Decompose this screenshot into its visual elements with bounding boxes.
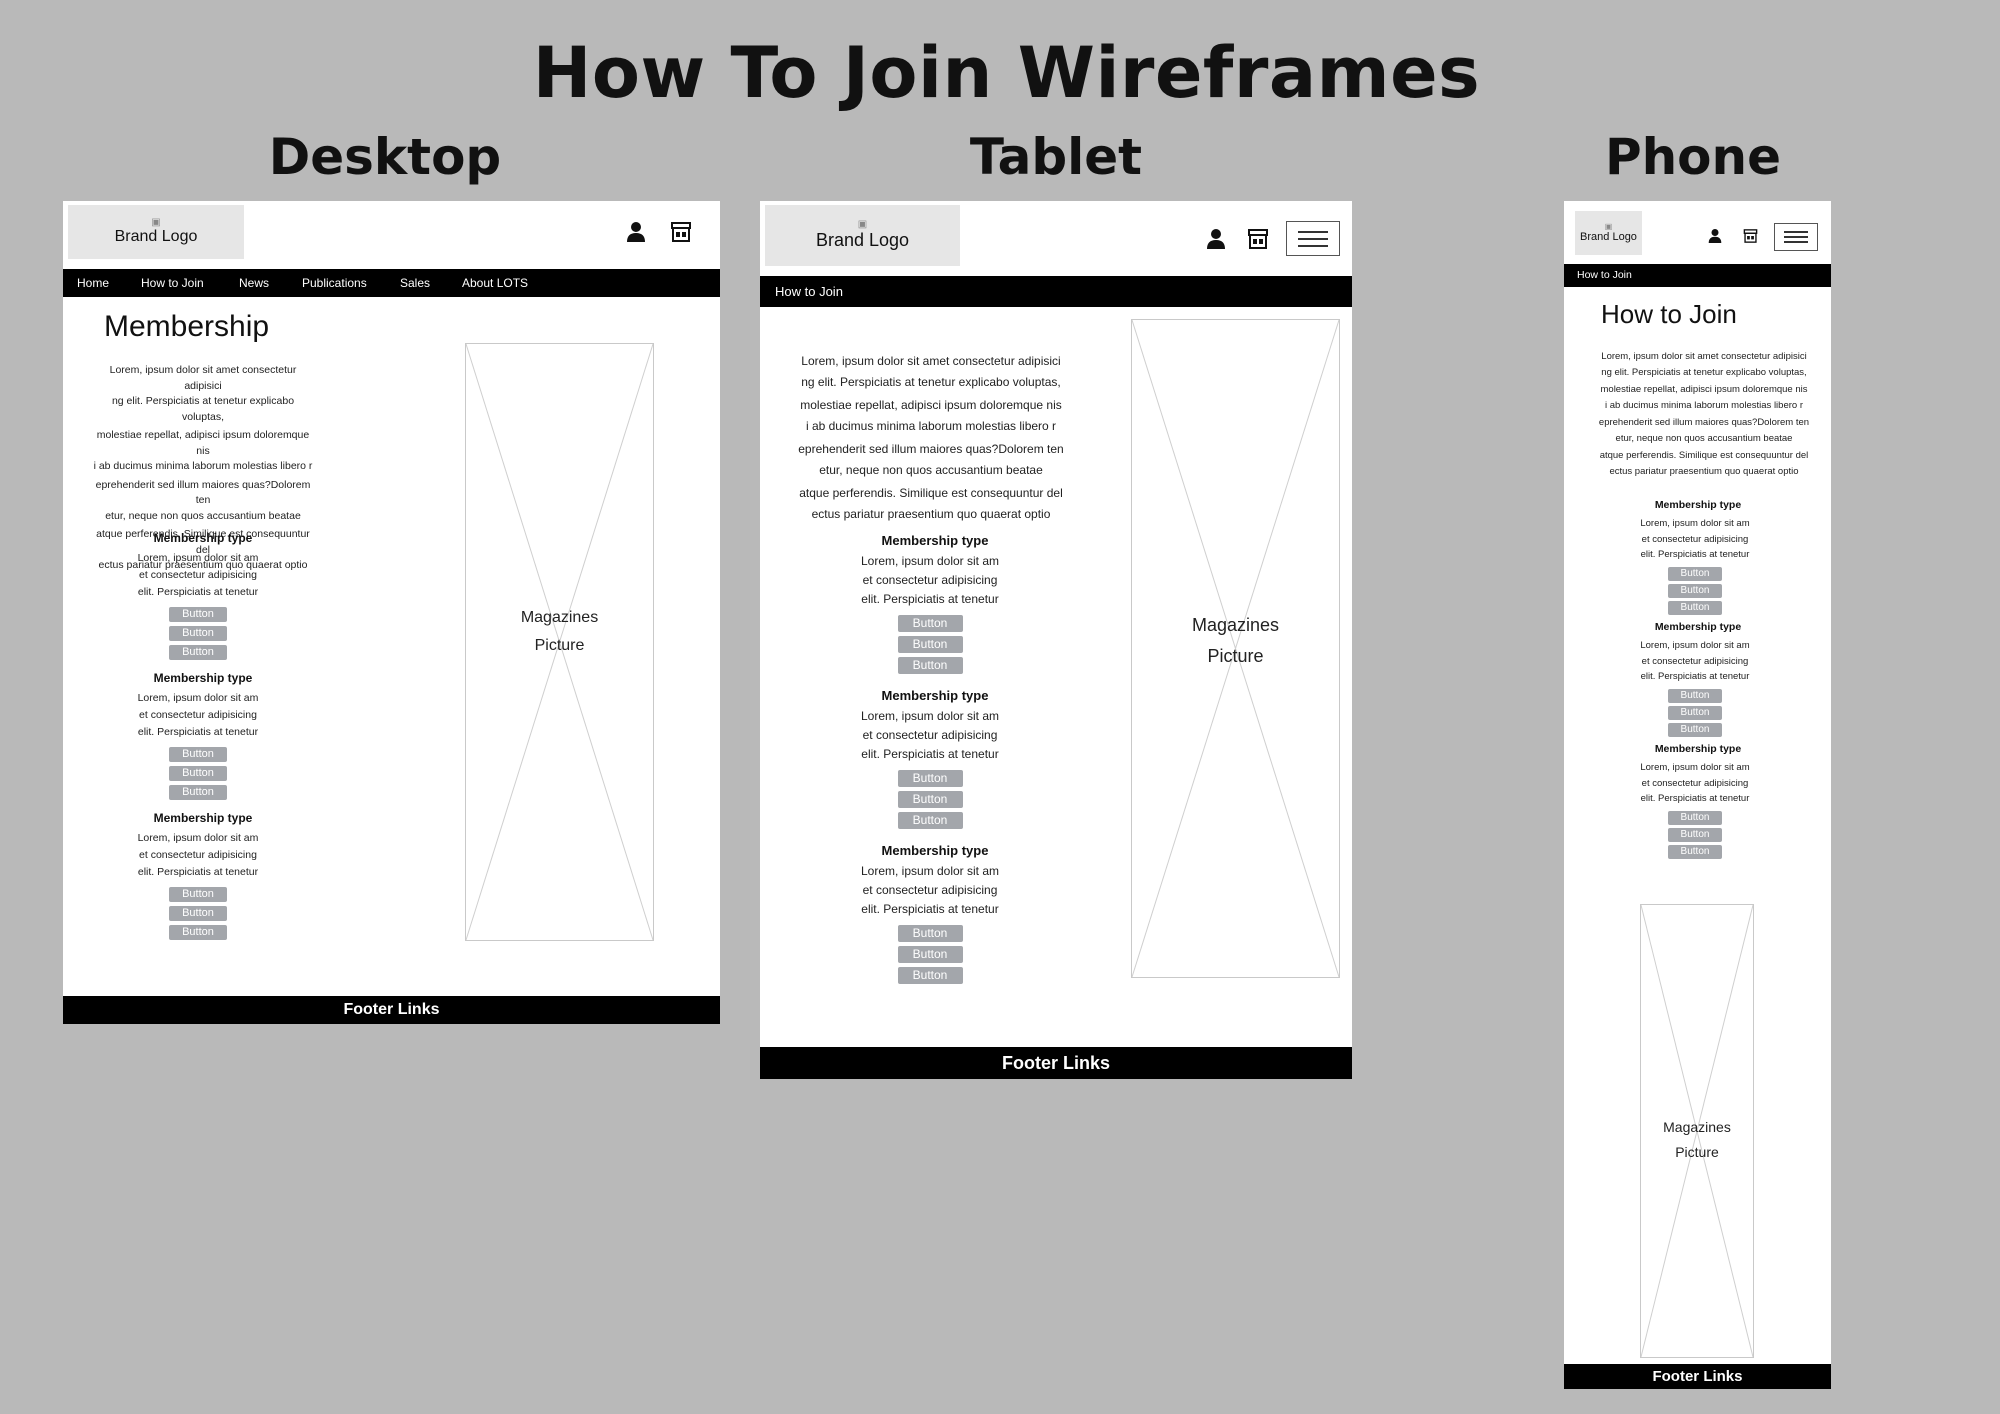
user-icon[interactable]	[1206, 228, 1226, 250]
user-icon[interactable]	[1708, 228, 1722, 244]
footer-links[interactable]: Footer Links	[63, 996, 720, 1024]
store-icon[interactable]	[1247, 228, 1269, 250]
desktop-nav: Home How to Join News Publications Sales…	[63, 269, 720, 297]
intro-paragraph: Lorem, ipsum dolor sit amet consectetur …	[1598, 351, 1810, 477]
footer-links[interactable]: Footer Links	[760, 1047, 1352, 1079]
membership-button[interactable]: Button	[169, 887, 227, 902]
membership-button[interactable]: Button	[897, 657, 963, 674]
membership-button[interactable]: Button	[1668, 600, 1722, 615]
nav-sales[interactable]: Sales	[400, 276, 431, 290]
membership-type-title: Membership type	[153, 671, 253, 685]
membership-button[interactable]: Button	[897, 636, 963, 653]
membership-button[interactable]: Button	[1668, 566, 1722, 581]
membership-button[interactable]: Button	[1668, 810, 1722, 825]
image-icon: ▣	[1604, 222, 1613, 231]
membership-button[interactable]: Button	[1668, 705, 1722, 720]
membership-button[interactable]: Button	[1668, 827, 1722, 842]
membership-type-title: Membership type	[881, 533, 989, 548]
membership-button[interactable]: Button	[169, 626, 227, 641]
image-icon: ▣	[857, 219, 868, 230]
placeholder-cross	[1132, 320, 1339, 977]
membership-type-title: Membership type	[153, 811, 253, 825]
membership-button[interactable]: Button	[169, 607, 227, 622]
phone-nav: How to Join	[1564, 264, 1831, 287]
membership-button[interactable]: Button	[169, 645, 227, 660]
membership-type-section: Membership type Lorem, ipsum dolor sit a…	[1633, 621, 1763, 737]
nav-current-page[interactable]: How to Join	[775, 284, 843, 299]
placeholder-cross	[466, 344, 653, 940]
nav-about-lots[interactable]: About LOTS	[462, 276, 529, 290]
membership-button[interactable]: Button	[169, 766, 227, 781]
nav-current-page[interactable]: How to Join	[1577, 269, 1632, 281]
section-heading: Membership	[104, 310, 270, 343]
page-title: How To Join Wireframes	[532, 32, 1481, 114]
store-icon[interactable]	[1743, 228, 1758, 244]
user-icon[interactable]	[626, 221, 646, 243]
brand-logo-label: Brand Logo	[1580, 231, 1637, 243]
membership-button[interactable]: Button	[1668, 688, 1722, 703]
desktop-wireframe: ▣ Brand Logo Home How to Join News Publi…	[63, 201, 720, 1024]
brand-logo-label: Brand Logo	[114, 228, 198, 245]
brand-logo[interactable]: ▣ Brand Logo	[765, 205, 960, 266]
membership-type-title: Membership type	[1654, 499, 1742, 511]
store-icon[interactable]	[670, 221, 692, 243]
membership-button[interactable]: Button	[169, 785, 227, 800]
membership-button[interactable]: Button	[1668, 583, 1722, 598]
membership-type-section: Membership type Lorem, ipsum dolor sit a…	[123, 531, 283, 660]
membership-button[interactable]: Button	[169, 747, 227, 762]
phone-wireframe: ▣ Brand Logo How to Join How to Join Lor…	[1564, 201, 1831, 1389]
membership-button[interactable]: Button	[897, 967, 963, 984]
tablet-wireframe: ▣ Brand Logo How to Join Lorem, ipsum do…	[760, 201, 1352, 1079]
hamburger-menu-icon[interactable]	[1774, 223, 1818, 251]
tablet-label: Tablet	[969, 128, 1143, 186]
membership-button[interactable]: Button	[1668, 844, 1722, 859]
membership-type-title: Membership type	[1654, 621, 1742, 633]
membership-type-title: Membership type	[153, 531, 253, 545]
footer-links[interactable]: Footer Links	[1564, 1364, 1831, 1389]
membership-type-section: Membership type Lorem, ipsum dolor sit a…	[845, 533, 1025, 674]
membership-button[interactable]: Button	[897, 791, 963, 808]
brand-logo[interactable]: ▣ Brand Logo	[68, 205, 244, 259]
membership-type-section: Membership type Lorem, ipsum dolor sit a…	[1633, 743, 1763, 859]
phone-label: Phone	[1604, 128, 1782, 186]
brand-logo-label: Brand Logo	[815, 230, 910, 250]
membership-type-section: Membership type Lorem, ipsum dolor sit a…	[123, 671, 283, 800]
intro-paragraph: Lorem, ipsum dolor sit amet consectetur …	[798, 354, 1064, 521]
membership-button[interactable]: Button	[897, 946, 963, 963]
tablet-nav: How to Join	[760, 276, 1352, 307]
section-heading: How to Join	[1601, 299, 1737, 329]
membership-button[interactable]: Button	[169, 925, 227, 940]
membership-type-section: Membership type Lorem, ipsum dolor sit a…	[123, 811, 283, 940]
nav-news[interactable]: News	[239, 276, 270, 290]
hamburger-menu-icon[interactable]	[1286, 221, 1340, 256]
image-icon: ▣	[151, 217, 161, 228]
membership-type-section: Membership type Lorem, ipsum dolor sit a…	[845, 688, 1025, 829]
nav-how-to-join[interactable]: How to Join	[141, 276, 204, 290]
intro-paragraph: Lorem, ipsum dolor sit amet consectetur …	[93, 364, 313, 571]
membership-type-title: Membership type	[1654, 743, 1742, 755]
membership-button[interactable]: Button	[897, 615, 963, 632]
membership-button[interactable]: Button	[897, 925, 963, 942]
nav-home[interactable]: Home	[77, 276, 110, 290]
membership-type-section: Membership type Lorem, ipsum dolor sit a…	[845, 843, 1025, 984]
membership-button[interactable]: Button	[897, 812, 963, 829]
placeholder-cross	[1641, 905, 1753, 1357]
membership-button[interactable]: Button	[1668, 722, 1722, 737]
nav-publications[interactable]: Publications	[302, 276, 367, 290]
membership-type-section: Membership type Lorem, ipsum dolor sit a…	[1633, 499, 1763, 615]
membership-button[interactable]: Button	[169, 906, 227, 921]
membership-type-title: Membership type	[881, 688, 989, 703]
brand-logo[interactable]: ▣ Brand Logo	[1575, 211, 1642, 255]
membership-type-title: Membership type	[881, 843, 989, 858]
desktop-label: Desktop	[268, 128, 502, 186]
membership-button[interactable]: Button	[897, 770, 963, 787]
